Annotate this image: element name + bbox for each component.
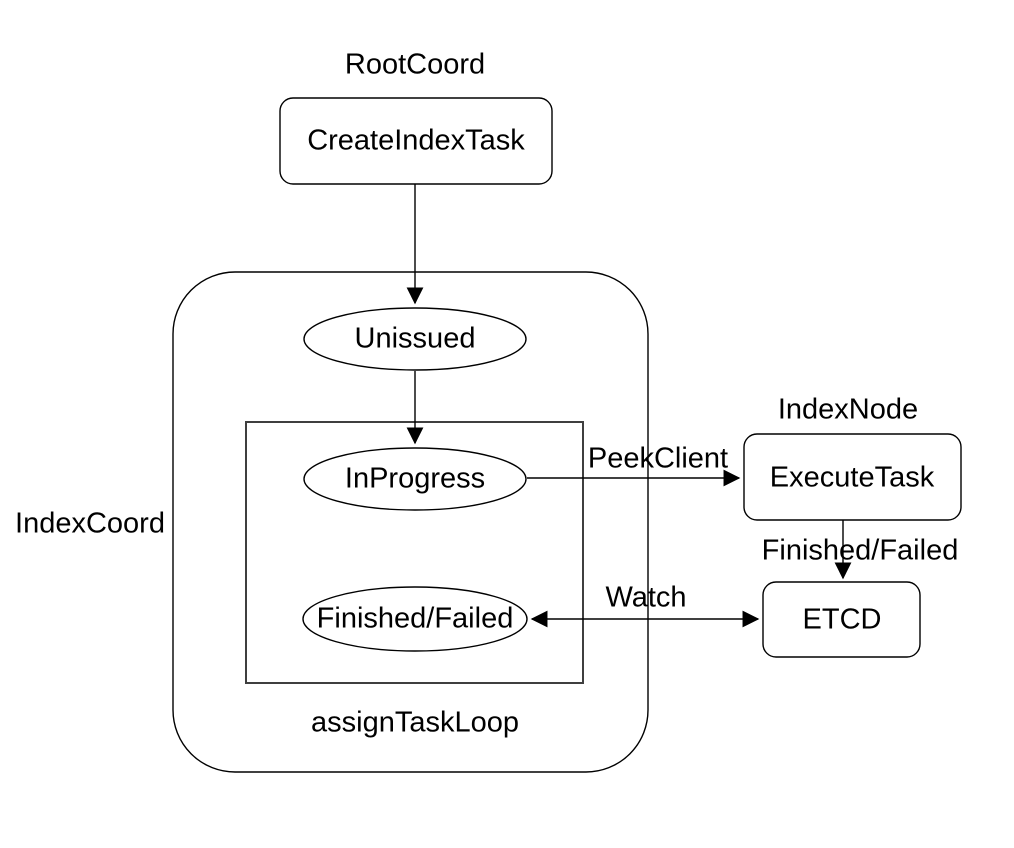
finished-failed-edge-label: Finished/Failed [761, 534, 959, 567]
finished-failed-node [302, 586, 528, 652]
root-coord-label: RootCoord [344, 48, 486, 81]
execute-task-node [743, 433, 962, 521]
create-index-task-node [279, 97, 553, 185]
in-progress-label: InProgress [344, 462, 486, 495]
execute-task-label: ExecuteTask [769, 461, 935, 494]
etcd-node [762, 581, 921, 658]
etcd-label: ETCD [802, 603, 882, 636]
unissued-node [303, 307, 527, 371]
peek-client-edge-label: PeekClient [587, 442, 729, 475]
unissued-label: Unissued [354, 322, 476, 355]
assign-task-loop-label: assignTaskLoop [311, 706, 519, 739]
index-node-label: IndexNode [777, 393, 919, 426]
create-index-task-label: CreateIndexTask [307, 124, 525, 157]
finished-failed-state-label: Finished/Failed [316, 602, 514, 635]
watch-edge-label: Watch [605, 581, 687, 614]
index-coord-label: IndexCoord [15, 507, 165, 540]
index-coord-container [172, 271, 649, 773]
in-progress-node [303, 447, 527, 511]
